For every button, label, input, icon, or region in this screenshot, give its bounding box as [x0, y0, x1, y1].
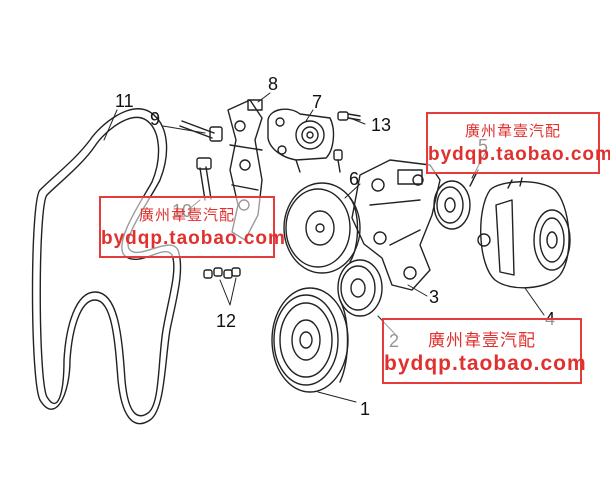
callout-12: 12 [216, 311, 237, 331]
pulley-part-2 [337, 259, 383, 317]
compressor-bracket-part-3 [351, 159, 441, 291]
watermark-chinese: 廣州韋壹汽配 [428, 331, 536, 351]
watermark-chinese: 廣州韋壹汽配 [464, 122, 561, 140]
callout-3: 3 [429, 287, 440, 307]
callout-6: 6 [349, 169, 360, 189]
watermark-url: bydqp.taobao.com [428, 144, 610, 165]
callout-11: 11 [115, 91, 134, 111]
tensioner-part-7 [267, 108, 335, 173]
callout-8: 8 [268, 74, 279, 94]
idler-pulley-part-5 [433, 169, 479, 230]
serpentine-belt [31, 108, 182, 425]
callout-9: 9 [150, 109, 161, 129]
crank-pulley-part-1 [271, 287, 349, 393]
idler-pulley-part-6 [283, 182, 361, 274]
watermark-url: bydqp.taobao.com [384, 352, 587, 375]
callout-1: 1 [360, 399, 371, 419]
watermark-url: bydqp.taobao.com [101, 228, 286, 249]
bolt-part-9 [179, 120, 223, 142]
watermark-chinese: 廣州韋壹汽配 [138, 206, 235, 224]
callout-13: 13 [371, 115, 392, 135]
watermark-top-right: 廣州韋壹汽配 bydqp.taobao.com [426, 112, 610, 174]
watermark-left: 廣州韋壹汽配 bydqp.taobao.com [99, 196, 286, 258]
alternator-part-4 [477, 177, 571, 289]
watermark-bottom: 廣州韋壹汽配 bydqp.taobao.com [382, 318, 587, 384]
leader-lines [103, 92, 545, 403]
bolts-part-12 [203, 267, 241, 279]
callout-7: 7 [312, 92, 323, 112]
bolts-part-13 [333, 111, 361, 173]
bolt-part-10 [196, 157, 212, 201]
